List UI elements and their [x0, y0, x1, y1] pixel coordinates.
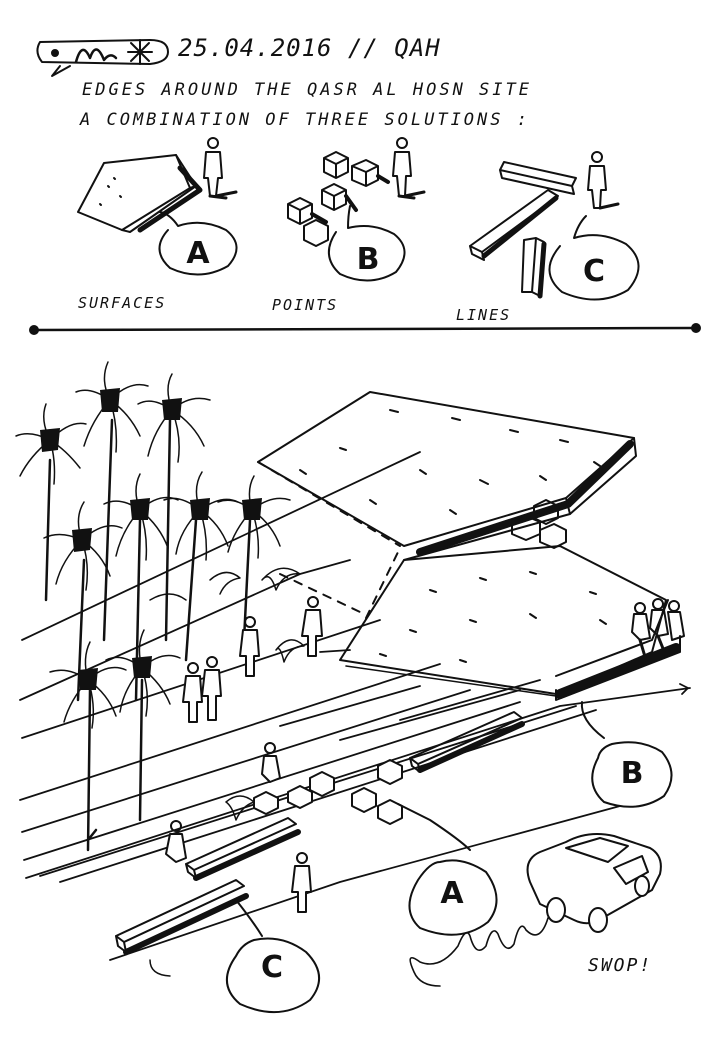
legend-person-a [204, 138, 236, 198]
caption-lines: LINES [456, 306, 512, 324]
caption-points: POINTS [272, 296, 339, 314]
main-letter-c: C [260, 950, 284, 985]
main-letter-b: B [620, 756, 644, 791]
bubble-a-main [398, 804, 497, 935]
legend-person-c [588, 152, 618, 208]
legend-letter-c: C [582, 254, 606, 289]
title-line-2: A COMBINATION OF THREE SOLUTIONS : [80, 110, 530, 130]
shrubs [150, 568, 304, 820]
title-line-1: EDGES AROUND THE QASR AL HOSN SITE [82, 80, 532, 100]
slab-blocks [512, 500, 566, 548]
bubble-a-top [159, 212, 236, 275]
bubble-c-main [227, 900, 319, 1012]
legend-blocks [288, 152, 388, 246]
lower-slab [340, 546, 680, 700]
main-letter-a: A [440, 876, 464, 911]
street-blocks [254, 760, 402, 824]
bubble-b-main [582, 702, 672, 807]
legend-letter-b: B [356, 242, 380, 277]
legend-beams [470, 162, 576, 296]
legend-letter-a: A [186, 236, 210, 271]
legend-person-b [393, 138, 424, 198]
swop-text: SWOP! [588, 955, 653, 976]
dashed-lines [258, 462, 400, 618]
date-line: 25.04.2016 // QAH [178, 34, 441, 62]
caption-surfaces: SURFACES [78, 294, 167, 312]
walking-people [166, 597, 322, 912]
seated-people [632, 599, 684, 660]
car [528, 834, 661, 932]
legend-surface-slab [78, 155, 200, 232]
street-beams [116, 712, 522, 952]
palm-trees [16, 362, 290, 850]
bubble-c-top [549, 216, 638, 300]
bubble-b-top [329, 206, 405, 281]
upper-slab [258, 392, 636, 560]
swoosh-trail [410, 918, 548, 986]
signature-stamp [37, 40, 168, 76]
divider-line [30, 324, 700, 334]
